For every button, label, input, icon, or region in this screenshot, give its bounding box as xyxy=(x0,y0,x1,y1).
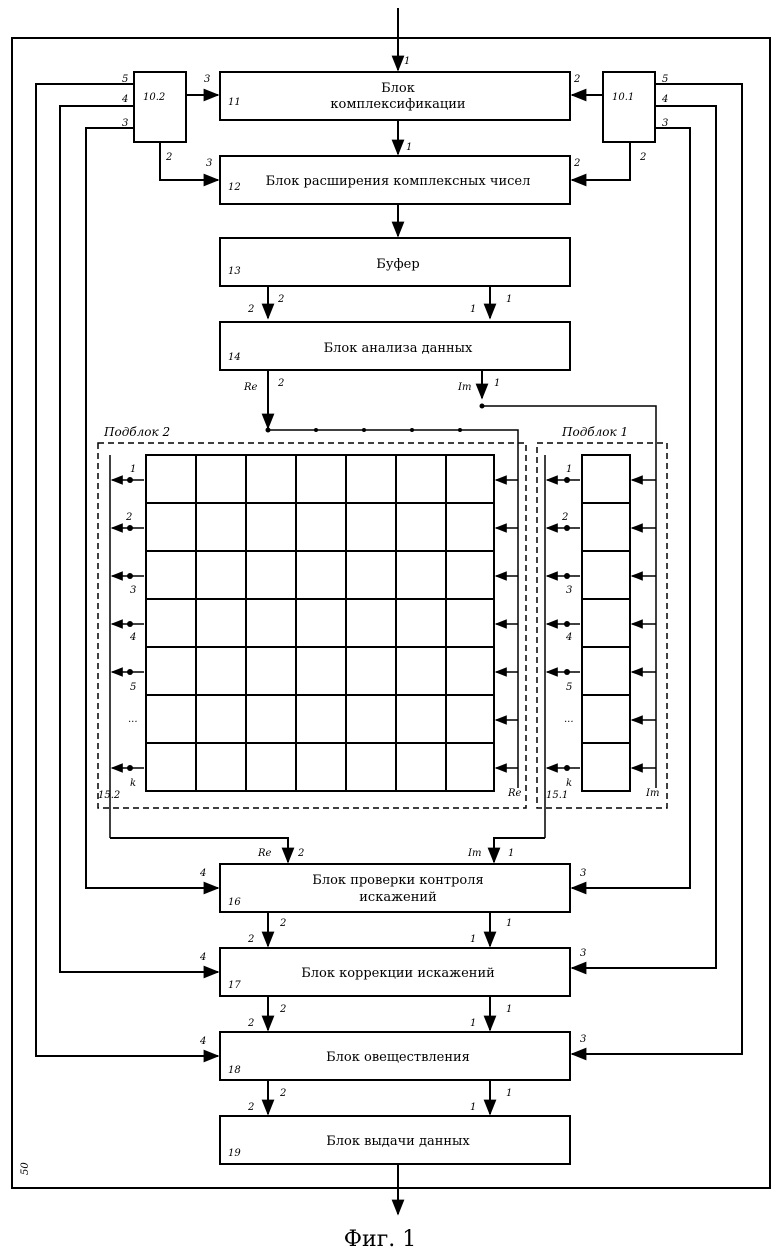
svg-text:3: 3 xyxy=(580,1034,586,1045)
svg-text:Re: Re xyxy=(507,788,522,799)
svg-text:1: 1 xyxy=(506,1088,512,1099)
svg-text:5: 5 xyxy=(566,682,572,693)
svg-text:3: 3 xyxy=(130,585,136,596)
svg-text:Re: Re xyxy=(243,382,258,393)
svg-text:2: 2 xyxy=(125,512,132,523)
svg-text:3: 3 xyxy=(580,868,586,879)
svg-text:2: 2 xyxy=(277,378,284,389)
svg-text:Блок коррекции искажений: Блок коррекции искажений xyxy=(301,966,495,981)
svg-text:k: k xyxy=(130,778,136,789)
svg-text:искажений: искажений xyxy=(359,890,436,905)
svg-text:1: 1 xyxy=(470,1102,476,1113)
svg-text:4: 4 xyxy=(565,632,572,643)
svg-text:4: 4 xyxy=(661,94,668,105)
svg-text:1: 1 xyxy=(508,848,514,859)
grid-subblock-2 xyxy=(146,455,494,791)
svg-text:Im: Im xyxy=(467,848,481,859)
svg-text:Подблок 2: Подблок 2 xyxy=(103,425,170,439)
svg-text:2: 2 xyxy=(247,1018,254,1029)
block-complexification: Блок комплексификации 11 xyxy=(220,72,570,120)
block-data-output: Блок выдачи данных 19 xyxy=(220,1116,570,1164)
svg-text:2: 2 xyxy=(247,304,254,315)
svg-text:3: 3 xyxy=(204,74,210,85)
svg-text:2: 2 xyxy=(165,152,172,163)
svg-text:1: 1 xyxy=(470,304,476,315)
svg-text:комплексификации: комплексификации xyxy=(330,97,465,112)
svg-text:13: 13 xyxy=(228,266,241,277)
svg-text:10.1: 10.1 xyxy=(612,92,634,103)
svg-text:2: 2 xyxy=(279,1004,286,1015)
block-distortion-correction: Блок коррекции искажений 17 xyxy=(220,948,570,996)
svg-text:3: 3 xyxy=(566,585,572,596)
svg-text:4: 4 xyxy=(199,1036,206,1047)
svg-text:4: 4 xyxy=(199,868,206,879)
svg-text:2: 2 xyxy=(573,158,580,169)
svg-text:Блок: Блок xyxy=(381,81,415,96)
svg-text:1: 1 xyxy=(470,1018,476,1029)
svg-text:3: 3 xyxy=(580,948,586,959)
svg-text:Подблок 1: Подблок 1 xyxy=(561,425,628,439)
svg-text:3: 3 xyxy=(206,158,212,169)
svg-text:17: 17 xyxy=(228,980,241,991)
svg-text:1: 1 xyxy=(470,934,476,945)
svg-text:15.2: 15.2 xyxy=(98,790,120,801)
svg-text:15.1: 15.1 xyxy=(546,790,568,801)
svg-text:1: 1 xyxy=(506,294,512,305)
block-distortion-check: Блок проверки контроля искажений 16 xyxy=(220,864,570,912)
svg-text:1: 1 xyxy=(404,56,410,67)
svg-text:1: 1 xyxy=(566,464,572,475)
svg-text:2: 2 xyxy=(247,1102,254,1113)
svg-text:...: ... xyxy=(128,714,138,725)
svg-text:k: k xyxy=(566,778,572,789)
block-buffer: Буфер 13 xyxy=(220,238,570,286)
svg-text:1: 1 xyxy=(130,464,136,475)
svg-text:2: 2 xyxy=(277,294,284,305)
svg-text:10.2: 10.2 xyxy=(143,92,165,103)
svg-text:4: 4 xyxy=(129,632,136,643)
svg-text:2: 2 xyxy=(639,152,646,163)
svg-text:16: 16 xyxy=(228,897,241,908)
svg-text:Блок расширения комплексных чи: Блок расширения комплексных чисел xyxy=(266,174,531,189)
svg-text:...: ... xyxy=(564,714,574,725)
svg-text:14: 14 xyxy=(228,352,241,363)
svg-text:Блок анализа данных: Блок анализа данных xyxy=(324,341,473,356)
svg-text:18: 18 xyxy=(228,1065,241,1076)
svg-text:2: 2 xyxy=(297,848,304,859)
svg-text:Блок овеществления: Блок овеществления xyxy=(326,1050,470,1065)
figure-caption: Фиг. 1 xyxy=(344,1227,416,1252)
svg-text:Блок выдачи данных: Блок выдачи данных xyxy=(326,1134,470,1149)
svg-text:Блок проверки контроля: Блок проверки контроля xyxy=(312,873,483,888)
svg-text:Im: Im xyxy=(645,788,659,799)
svg-text:2: 2 xyxy=(247,934,254,945)
svg-text:12: 12 xyxy=(228,182,241,193)
grid-subblock-1 xyxy=(582,455,630,791)
block-realification: Блок овеществления 18 xyxy=(220,1032,570,1080)
block-data-analysis: Блок анализа данных 14 xyxy=(220,322,570,370)
svg-text:1: 1 xyxy=(506,1004,512,1015)
svg-text:19: 19 xyxy=(228,1148,241,1159)
svg-text:1: 1 xyxy=(506,918,512,929)
switch-10-1: 10.1 5 4 3 2 xyxy=(603,72,668,163)
svg-text:5: 5 xyxy=(130,682,136,693)
svg-text:2: 2 xyxy=(279,1088,286,1099)
svg-text:2: 2 xyxy=(279,918,286,929)
svg-text:4: 4 xyxy=(199,952,206,963)
svg-text:Буфер: Буфер xyxy=(376,257,419,272)
svg-text:Im: Im xyxy=(457,382,471,393)
svg-text:11: 11 xyxy=(228,97,241,108)
svg-text:2: 2 xyxy=(573,74,580,85)
svg-text:1: 1 xyxy=(494,378,500,389)
block-complex-extension: Блок расширения комплексных чисел 12 xyxy=(220,156,570,204)
switch-10-2: 10.2 5 4 3 2 xyxy=(121,72,186,163)
svg-text:4: 4 xyxy=(121,94,128,105)
svg-text:Re: Re xyxy=(257,848,272,859)
svg-text:2: 2 xyxy=(561,512,568,523)
svg-text:1: 1 xyxy=(406,142,412,153)
outer-number: 50 xyxy=(20,1162,31,1175)
